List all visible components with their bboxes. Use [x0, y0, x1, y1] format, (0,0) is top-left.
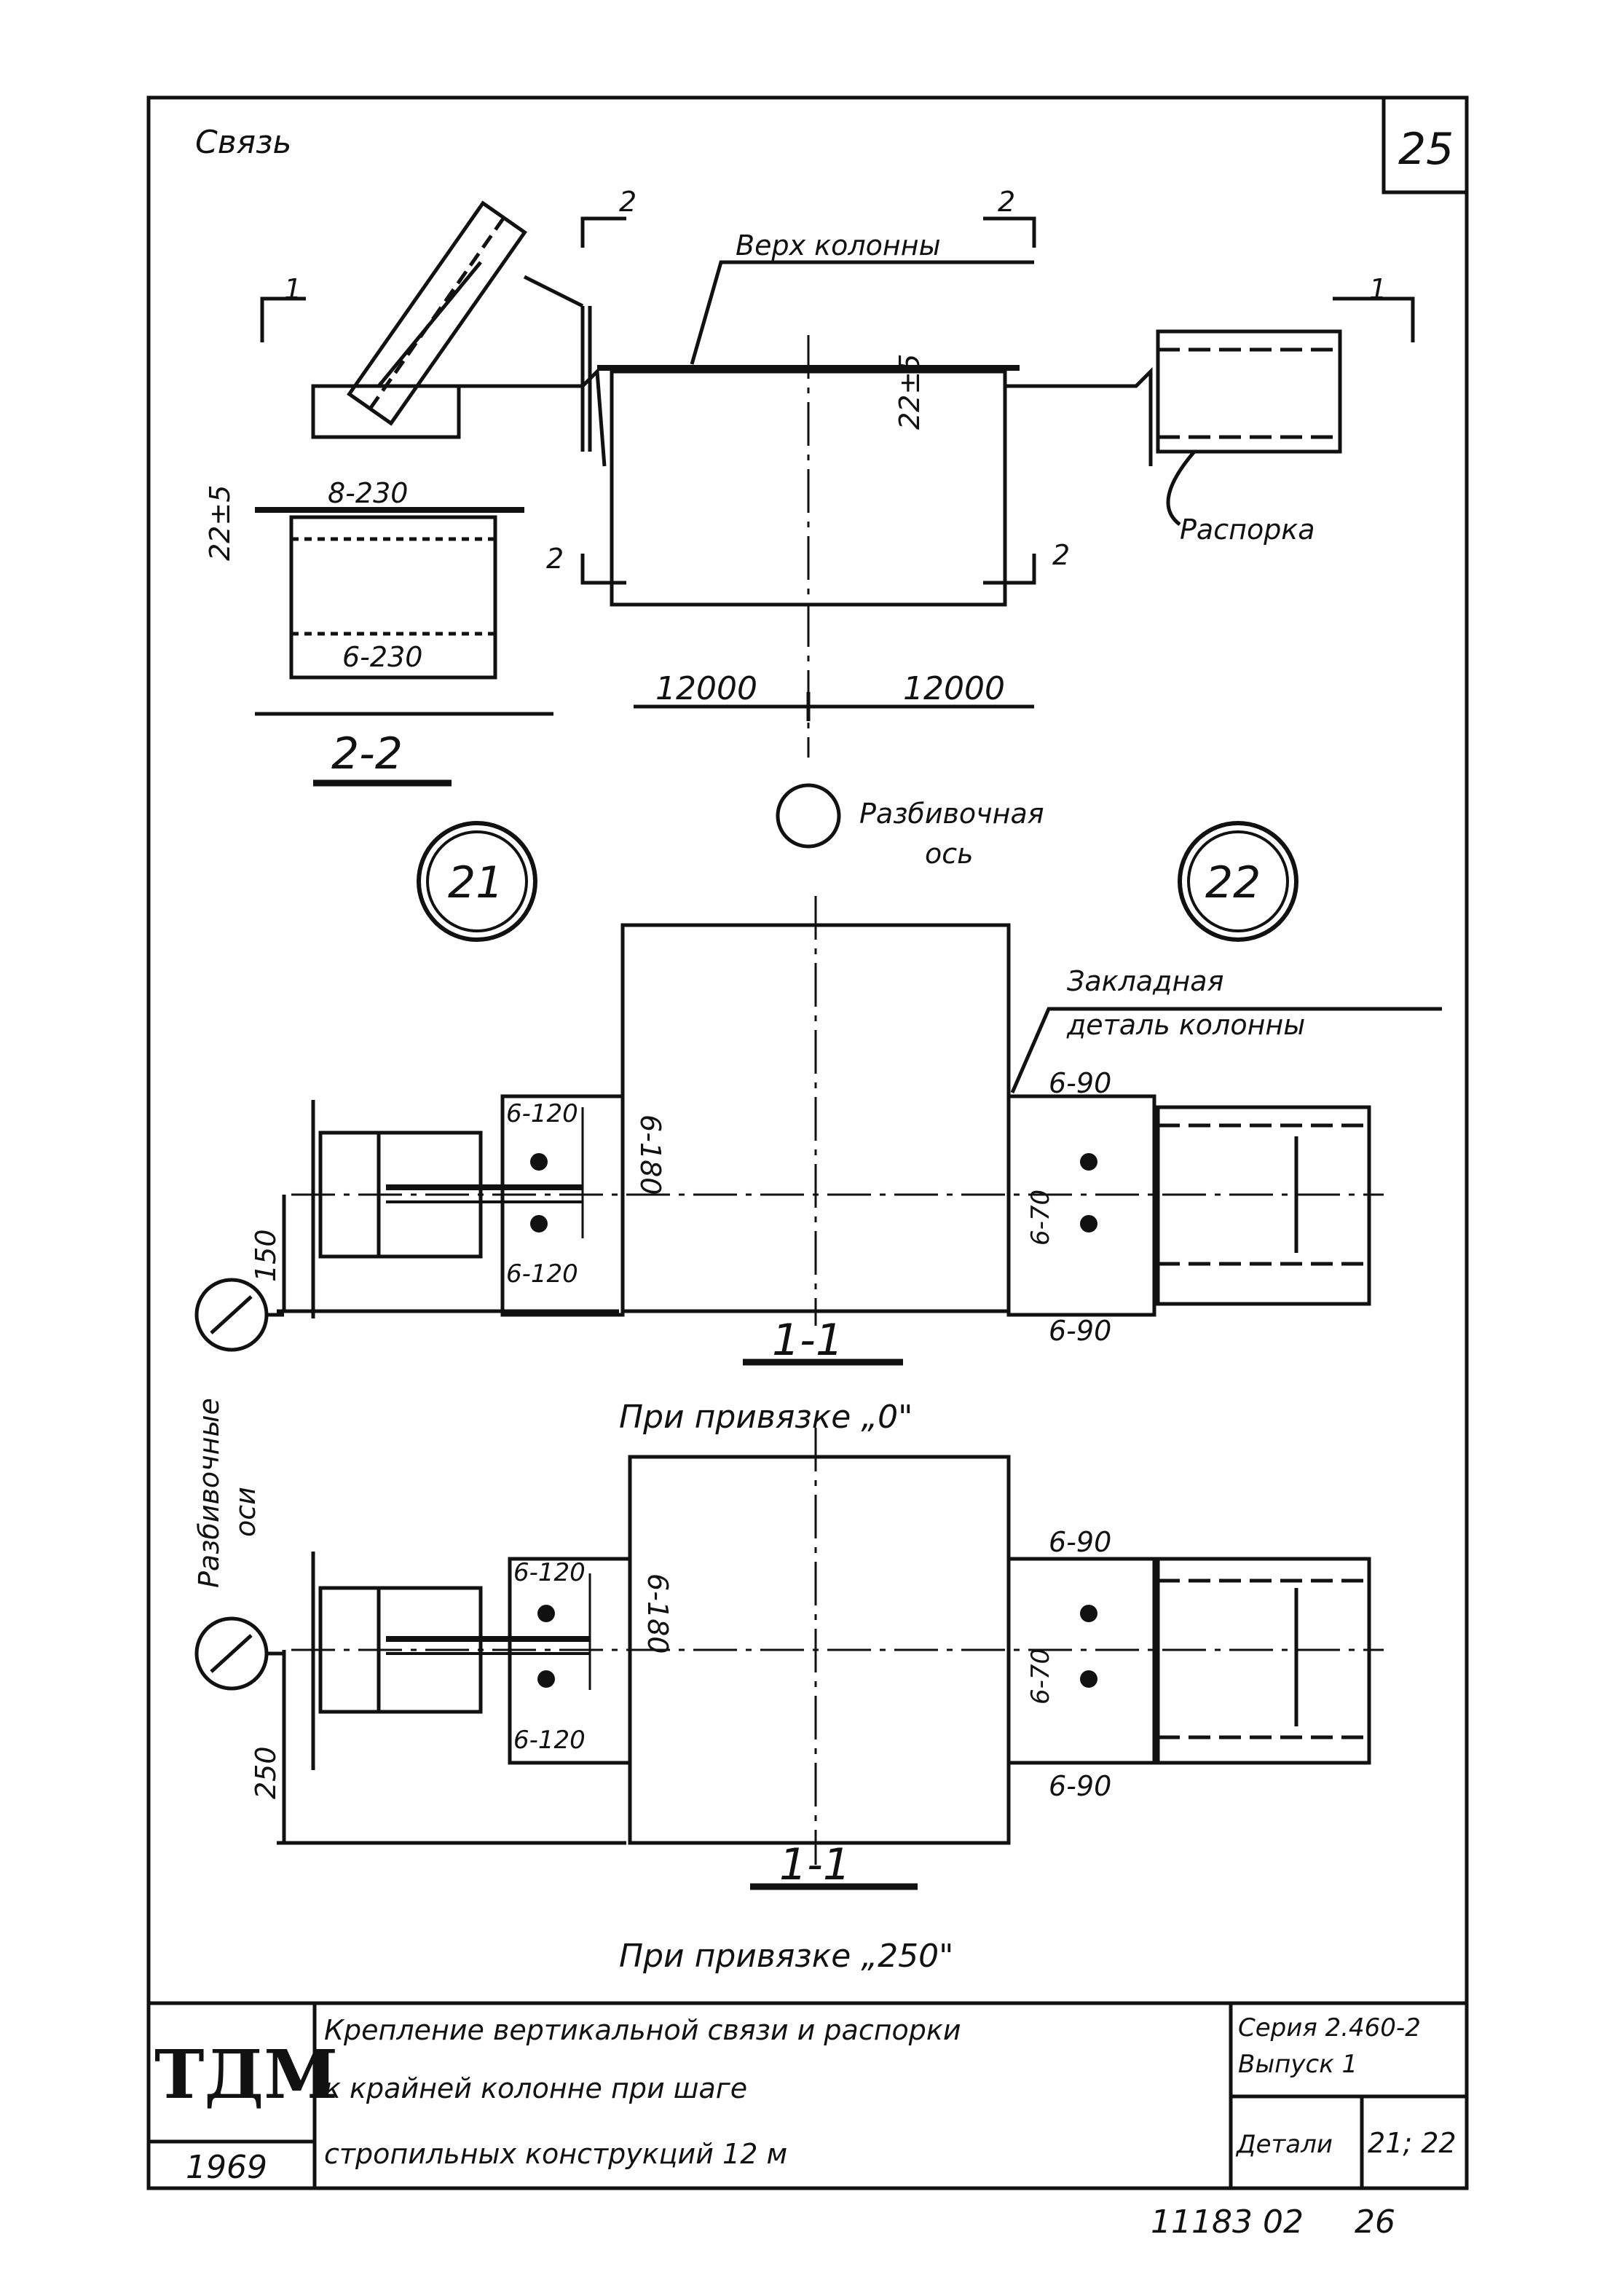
footer-code: 11183 02 — [1151, 2203, 1304, 2241]
weld-6-120-top-2: 6-120 — [513, 1558, 586, 1587]
detail-number-22: 22 — [1205, 857, 1261, 908]
dim-12000-right: 12000 — [903, 670, 1005, 707]
section-title-1-1-upper: 1-1 — [772, 1315, 843, 1366]
section-mark-2-bottom-left: 2 — [546, 543, 564, 575]
plan-view-250 — [277, 1428, 1384, 1890]
dim-22-column: 22±5 — [894, 354, 926, 430]
sheet-frame — [146, 95, 1469, 2190]
plan-view-0 — [277, 896, 1442, 1366]
label-razbivochnye-osi-2: оси — [229, 1487, 261, 1537]
weld-6-70-1: 6-70 — [1026, 1190, 1055, 1246]
title-line-1: Крепление вертикальной связи и распорки — [324, 2014, 961, 2046]
weld-6-230: 6-230 — [342, 641, 422, 673]
detail-number-21: 21 — [448, 857, 503, 908]
title-line-2: к крайней колонне при шаге — [324, 2072, 747, 2104]
title-block-logo: ТДМ — [154, 2035, 338, 2114]
weld-6-120-bottom-2: 6-120 — [513, 1726, 586, 1755]
dim-150: 150 — [250, 1229, 282, 1282]
weld-6-180-2: 6-180 — [642, 1573, 674, 1654]
details-value: 21; 22 — [1368, 2127, 1457, 2159]
page-number-box — [1382, 98, 1467, 194]
issue-text: Выпуск 1 — [1238, 2050, 1357, 2079]
caption-binding-250: При привязке „250" — [619, 1938, 953, 1975]
series-text: Серия 2.460-2 — [1238, 2013, 1421, 2043]
section-title-2-2: 2-2 — [331, 728, 403, 779]
dim-250: 250 — [250, 1746, 282, 1799]
footer-page: 26 — [1355, 2203, 1395, 2241]
caption-binding-0: При привязке „0" — [619, 1399, 913, 1436]
detail-circle-21 — [417, 821, 537, 942]
section-mark-1-left: 1 — [284, 273, 301, 305]
dim-12000-left: 12000 — [655, 670, 757, 707]
weld-6-70-2: 6-70 — [1026, 1648, 1055, 1705]
weld-6-120-bottom-1: 6-120 — [506, 1259, 578, 1289]
section-title-1-1-lower: 1-1 — [779, 1839, 851, 1890]
label-razbivochnye-osi-1: Разбивочные — [193, 1398, 225, 1588]
dim-22-section: 22±5 — [204, 485, 236, 561]
section-mark-2-bottom-right: 2 — [1052, 539, 1070, 571]
label-zakladnaya-1: Закладная — [1067, 965, 1223, 997]
weld-6-120-top-1: 6-120 — [506, 1099, 578, 1128]
label-verkh-kolonny: Верх колонны — [736, 229, 941, 262]
title-block-year: 1969 — [186, 2149, 267, 2186]
weld-6-90-top-2: 6-90 — [1049, 1526, 1111, 1558]
label-razbivochnaya-os-1: Разбивочная — [859, 798, 1044, 830]
details-label: Детали — [1235, 2130, 1333, 2159]
label-zakladnaya-2: деталь колонны — [1066, 1009, 1305, 1041]
label-rasporka: Распорка — [1180, 514, 1315, 546]
label-razbivochnaya-os-2: ось — [925, 838, 974, 870]
section-mark-2-top-left: 2 — [619, 186, 636, 218]
section-2-2 — [255, 507, 553, 787]
title-line-3: стропильных конструкций 12 м — [324, 2138, 787, 2170]
section-mark-1-right: 1 — [1369, 273, 1387, 305]
weld-6-90-top-1: 6-90 — [1049, 1067, 1111, 1099]
page-number: 25 — [1398, 124, 1454, 175]
weld-6-90-bottom-1: 6-90 — [1049, 1315, 1111, 1347]
weld-6-180-1: 6-180 — [634, 1114, 666, 1195]
weld-6-90-bottom-2: 6-90 — [1049, 1770, 1111, 1802]
weld-8-230: 8-230 — [328, 477, 408, 509]
detail-circle-22 — [1178, 821, 1298, 942]
section-mark-2-top-right: 2 — [998, 186, 1015, 218]
top-elevation — [260, 200, 1415, 849]
label-svyaz: Связь — [195, 124, 291, 161]
